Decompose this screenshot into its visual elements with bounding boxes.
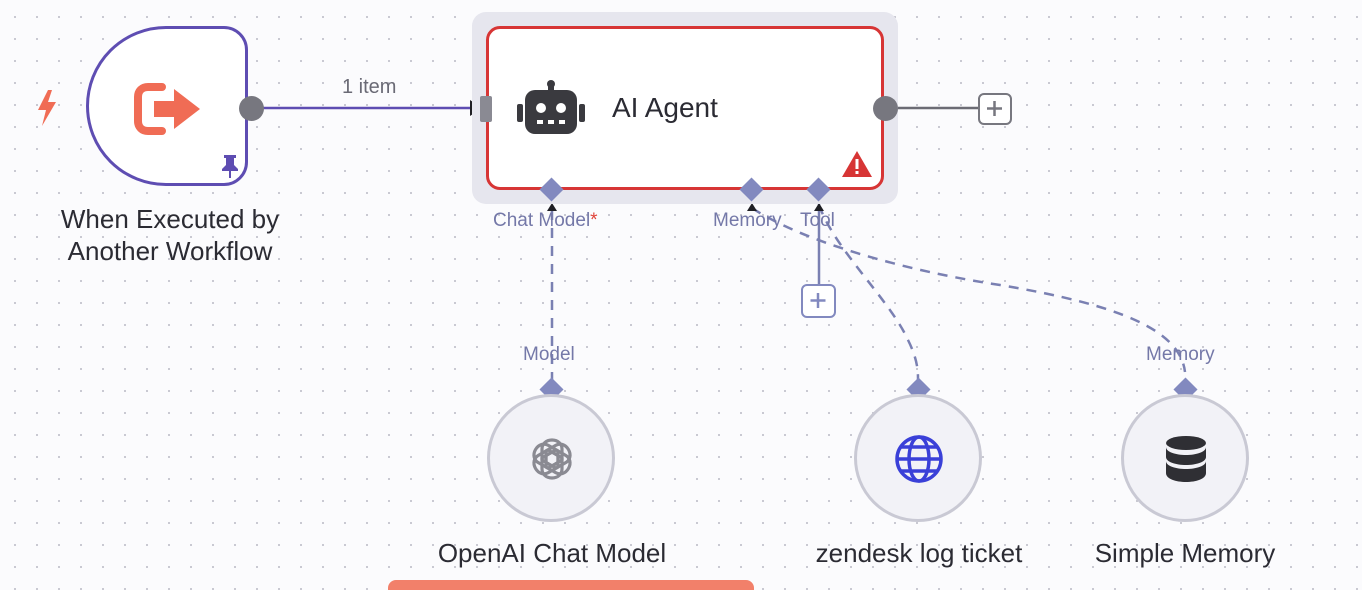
connection-items-label: 1 item: [342, 76, 397, 98]
robot-icon: [517, 80, 585, 134]
zendesk-log-ticket-label: zendesk log ticket: [815, 538, 1023, 568]
zendesk-log-ticket-node[interactable]: [854, 394, 982, 522]
trigger-node[interactable]: [86, 26, 248, 186]
trigger-node-label: When Executed by Another Workflow: [60, 204, 280, 266]
simple-memory-label: Simple Memory: [1094, 538, 1276, 568]
plus-icon: [810, 293, 826, 308]
openai-model-port-label: Model: [523, 344, 575, 365]
openai-chat-model-label: OpenAI Chat Model: [437, 538, 667, 568]
pin-icon[interactable]: [219, 153, 241, 179]
database-icon: [1166, 436, 1206, 482]
chat-model-port-text: Chat Model: [493, 210, 591, 231]
warning-icon[interactable]: [841, 150, 873, 178]
tool-port-label: Tool: [800, 210, 835, 231]
required-asterisk: *: [590, 210, 598, 231]
agent-node-title: AI Agent: [612, 92, 718, 123]
port-marker-chat-model: [547, 203, 557, 211]
simple-memory-port-label: Memory: [1146, 344, 1215, 365]
exit-arrow-icon: [134, 83, 200, 135]
agent-input-port[interactable]: [480, 96, 492, 122]
memory-port-label: Memory: [713, 210, 782, 231]
partial-node-bottom[interactable]: [388, 580, 754, 590]
globe-icon: [895, 435, 943, 483]
lightning-icon: [38, 90, 56, 126]
add-tool-button[interactable]: [801, 284, 836, 318]
trigger-output-port[interactable]: [239, 96, 264, 121]
port-marker-tool: [814, 203, 824, 211]
simple-memory-node[interactable]: [1121, 394, 1249, 522]
connection-memory[interactable]: [751, 206, 1187, 373]
connection-tool-zendesk[interactable]: [817, 204, 920, 381]
port-marker-memory: [747, 203, 757, 211]
openai-chat-model-node[interactable]: [487, 394, 615, 522]
chat-model-port-label: Chat Model*: [493, 210, 598, 232]
openai-icon: [532, 438, 572, 480]
add-node-button[interactable]: [978, 93, 1012, 125]
plus-icon: [987, 101, 1002, 116]
agent-output-port[interactable]: [873, 96, 898, 121]
